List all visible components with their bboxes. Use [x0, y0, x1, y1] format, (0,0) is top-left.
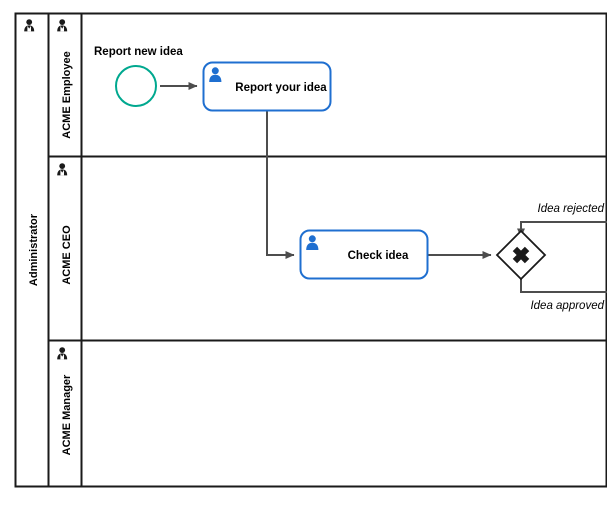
start-event-circle[interactable]: [115, 65, 157, 107]
gateway-x-icon: [512, 246, 530, 264]
flow-idea-approved[interactable]: Idea approved: [520, 279, 607, 312]
lane-label-acme-employee: ACME Employee: [61, 51, 73, 138]
exclusive-gateway[interactable]: [495, 229, 547, 281]
pool-label: Administrator: [28, 213, 40, 286]
lane-label-acme-ceo: ACME CEO: [61, 225, 73, 285]
lane-label-acme-manager: ACME Manager: [61, 374, 73, 455]
start-event-report-new-idea[interactable]: Report new idea: [94, 46, 183, 107]
flow-label-idea-rejected: Idea rejected: [538, 203, 605, 215]
flow-label-idea-approved: Idea approved: [530, 300, 604, 312]
flow-report-to-check[interactable]: [266, 111, 295, 259]
task-label-report-your-idea: Report your idea: [235, 82, 327, 94]
task-label-check-idea: Check idea: [348, 250, 409, 262]
task-check-idea[interactable]: Check idea: [299, 229, 429, 280]
task-report-your-idea[interactable]: Report your idea: [202, 61, 332, 112]
start-event-label: Report new idea: [94, 46, 183, 58]
